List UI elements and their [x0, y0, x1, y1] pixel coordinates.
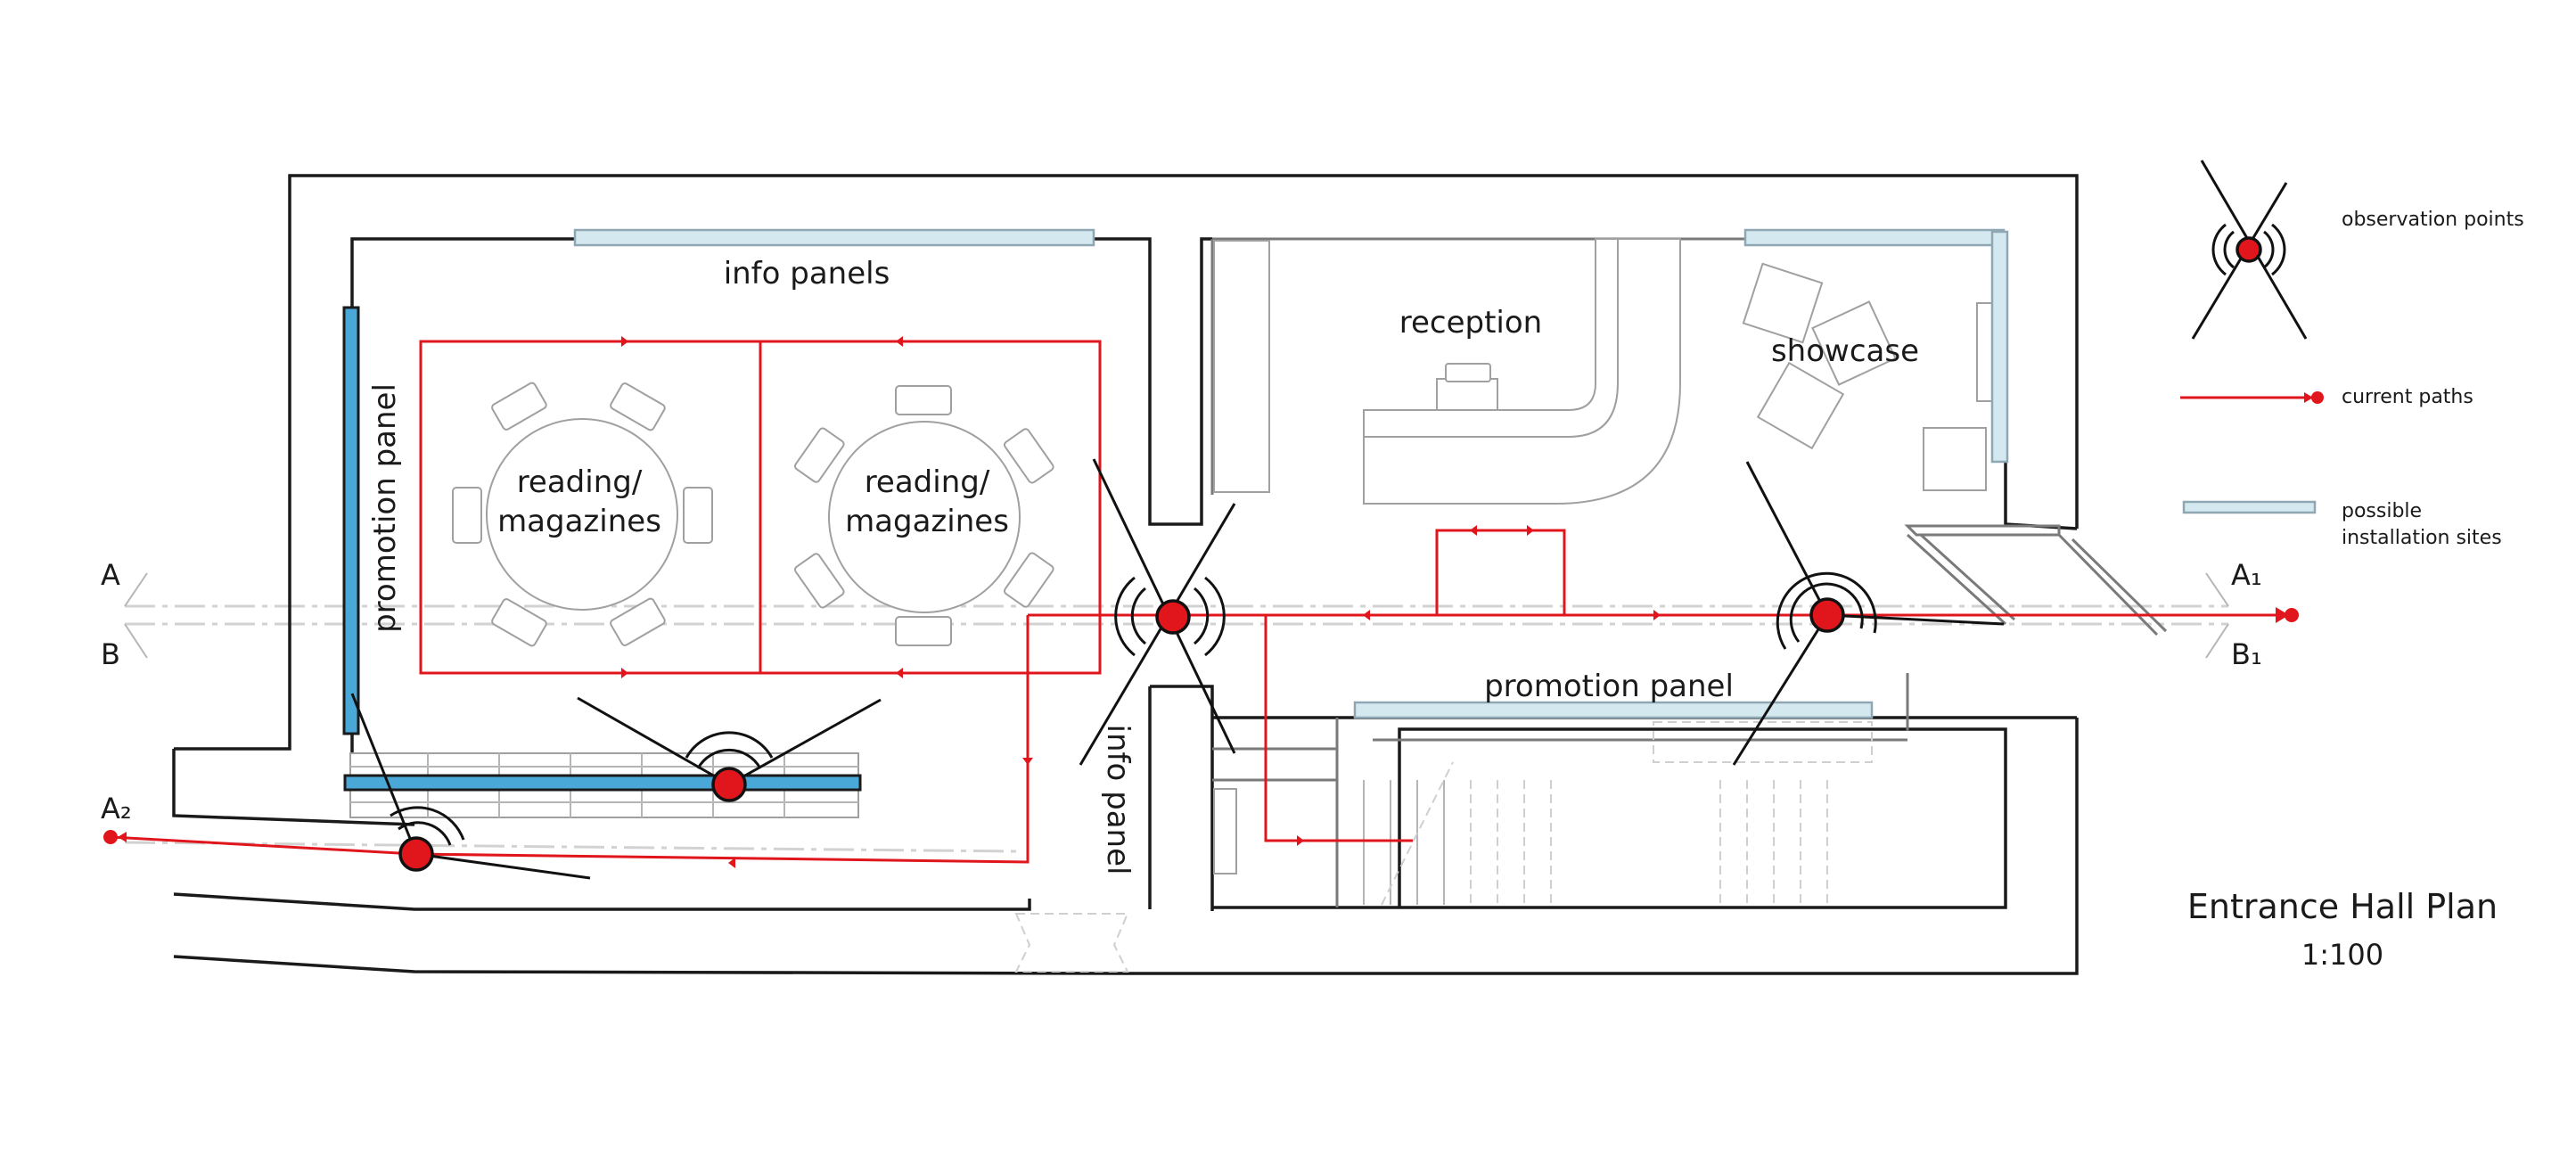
installation-showcase-top: [1743, 228, 2006, 247]
observation-point-right: [1732, 461, 2005, 766]
path-end-a1: [2285, 608, 2299, 622]
label-promotion-panel-vertical: promotion panel: [367, 383, 403, 633]
axis-cap-right: [2205, 572, 2229, 659]
observation-point-icon: [1809, 597, 1845, 633]
arrow-icon: [2276, 607, 2289, 623]
marker-a2: A₂: [101, 792, 132, 825]
arrow-icon: [1470, 525, 1477, 536]
observation-point-icon: [711, 767, 747, 802]
wall-central-pier: [1148, 685, 1214, 911]
inner-wall-bottom: [173, 892, 1031, 911]
wall-stair-room: [1212, 727, 2007, 909]
path-reception-loop: [1435, 529, 1566, 615]
arrow-icon: [1297, 835, 1304, 846]
wall-lower-left: [172, 731, 415, 826]
arrow-icon: [1363, 610, 1370, 620]
path-to-a2: [111, 615, 1030, 864]
label-info-panel-vertical: info panel: [1100, 725, 1136, 875]
arrow-icon: [1653, 610, 1661, 620]
observation-point-center: [1079, 458, 1236, 766]
legend: observation points current paths possibl…: [2180, 160, 2524, 549]
label-reading-1-line2: magazines: [497, 504, 661, 539]
reception-desk: [1363, 238, 1681, 505]
labels: info panels reception showcase reading/ …: [367, 256, 1919, 874]
axis-line-a2: [124, 841, 1017, 853]
arrow-icon: [1022, 758, 1033, 765]
reading-table-2: [793, 385, 1054, 646]
plan-scale: 1:100: [2301, 938, 2383, 972]
observation-point-icon: [2236, 236, 2262, 263]
installation-sites: [342, 228, 2009, 792]
wall-showcase-side: [2004, 239, 2078, 530]
outer-wall-top: [288, 174, 2079, 731]
observation-point-bench: [577, 696, 882, 802]
label-info-panels: info panels: [724, 256, 890, 292]
installation-promotion-panel-horizontal: [1353, 701, 1874, 719]
wall-stair-steps-left: [1212, 747, 1337, 782]
path-to-stairs: [1264, 615, 1413, 842]
arrow-icon: [621, 336, 628, 347]
installation-bench: [343, 774, 862, 792]
wall-stair-top: [1373, 673, 1909, 742]
legend-label-possible-line1: possible: [2342, 500, 2422, 522]
arrow-icon: [896, 668, 903, 678]
current-paths: [103, 336, 2299, 868]
legend-label-possible-line2: installation sites: [2342, 527, 2502, 549]
observation-point-lower-left: [350, 693, 591, 880]
legend-label-current-paths: current paths: [2342, 386, 2473, 408]
observation-point-icon: [1155, 599, 1191, 635]
outer-wall-right-bottom: [1128, 718, 2079, 975]
label-promotion-panel-horizontal: promotion panel: [1484, 669, 1734, 704]
stairs: [1014, 721, 1873, 973]
ramp-right: [2057, 533, 2168, 636]
arrow-icon: [621, 668, 628, 678]
installation-info-panels: [573, 228, 1095, 247]
reception-shelf: [1213, 240, 1270, 493]
marker-a1: A₁: [2231, 558, 2262, 592]
ramp: [1904, 524, 2168, 636]
plan-title: Entrance Hall Plan: [2187, 887, 2498, 926]
arrow-icon: [728, 858, 735, 868]
label-reading-2-line2: magazines: [845, 504, 1009, 539]
label-reading-1-line1: reading/: [517, 464, 643, 500]
marker-b1: B₁: [2231, 637, 2262, 671]
legend-installation-sites: possible installation sites: [2182, 500, 2502, 549]
showcase-boxes: [1742, 262, 1994, 491]
marker-b: B: [101, 637, 120, 671]
installation-showcase-side: [1990, 230, 2009, 464]
arrow-icon: [1527, 525, 1534, 536]
arrow-icon: [896, 336, 903, 347]
ramp-left: [1906, 533, 2016, 626]
label-reception: reception: [1399, 305, 1542, 341]
legend-label-observation-points: observation points: [2342, 209, 2524, 231]
legend-observation-point: observation points: [2191, 160, 2524, 340]
title-block: Entrance Hall Plan 1:100: [2187, 887, 2498, 972]
reading-table-1: [452, 382, 713, 647]
legend-current-paths: current paths: [2180, 386, 2473, 408]
outer-wall-bottom: [173, 955, 1128, 975]
path-end-a2: [103, 830, 118, 844]
arrow-icon: [118, 832, 127, 842]
marker-a: A: [101, 558, 120, 592]
installation-promotion-panel-vertical: [342, 306, 360, 735]
label-reading-2-line1: reading/: [865, 464, 990, 500]
observation-point-icon: [398, 836, 434, 872]
wall-left-room: [350, 237, 1212, 735]
label-showcase: showcase: [1771, 333, 1919, 369]
section-markers: A B A₁ B₁ A₂: [101, 558, 2262, 825]
axis-cap-left: [124, 572, 148, 659]
